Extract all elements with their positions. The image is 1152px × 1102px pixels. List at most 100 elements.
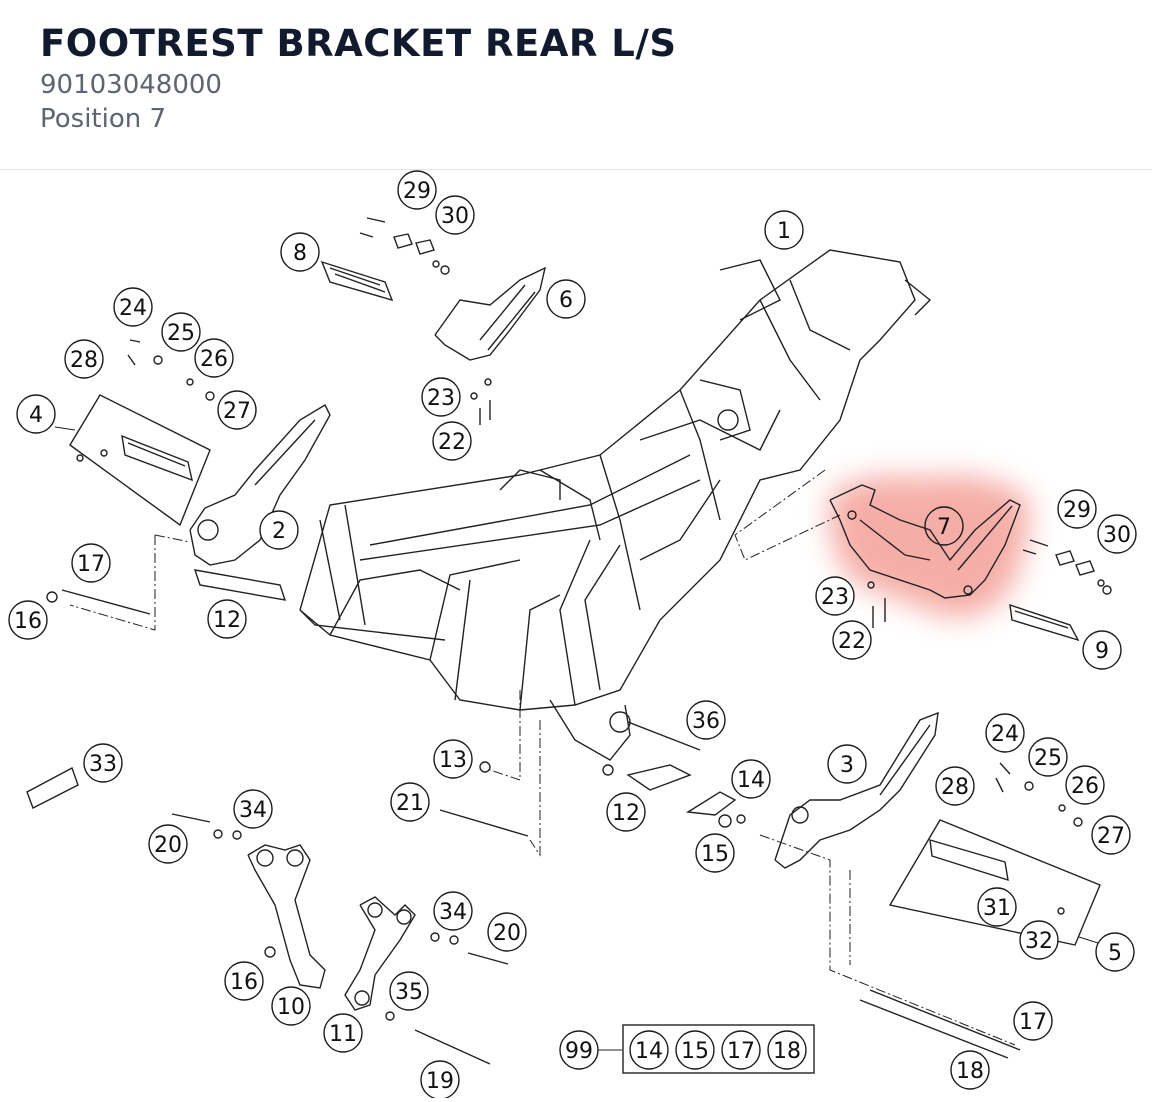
callout-c26b: 26 bbox=[1065, 765, 1105, 805]
callout-c7-highlighted: 7 bbox=[924, 506, 964, 546]
callout-c31-label: 31 bbox=[983, 896, 1011, 921]
callout-c29b-label: 29 bbox=[1063, 498, 1091, 523]
position-label: Position 7 bbox=[40, 104, 167, 134]
callout-c27b-label: 27 bbox=[1097, 824, 1125, 849]
bolt-36 bbox=[627, 721, 701, 751]
callout-c34b-circle bbox=[433, 891, 473, 931]
callout-c27a-circle bbox=[217, 390, 257, 430]
callout-c33-circle bbox=[83, 743, 123, 783]
plate-33 bbox=[26, 766, 79, 809]
callout-c27b: 27 bbox=[1091, 815, 1131, 855]
callout-c21-circle bbox=[390, 782, 430, 822]
callout-c28b-circle bbox=[935, 766, 975, 806]
callout-c6-label: 6 bbox=[559, 288, 573, 313]
page-header: FOOTREST BRACKET REAR L/S 90103048000 Po… bbox=[0, 0, 1152, 170]
callout-c9: 9 bbox=[1082, 630, 1122, 670]
callout-c17a: 17 bbox=[71, 543, 111, 583]
callout-c30a-circle bbox=[435, 195, 475, 235]
callout-c21: 21 bbox=[390, 782, 430, 822]
callout-c12b: 12 bbox=[606, 792, 646, 832]
callout-c26b-label: 26 bbox=[1071, 774, 1099, 799]
small-fasteners bbox=[46, 217, 1112, 1021]
callout-kit-99-circle bbox=[559, 1030, 599, 1070]
callout-c11: 11 bbox=[323, 1013, 363, 1053]
callout-c18a-label: 18 bbox=[956, 1059, 984, 1084]
bracket-12b bbox=[626, 764, 692, 791]
callout-c36-circle bbox=[686, 700, 726, 740]
callout-c12a: 12 bbox=[207, 599, 247, 639]
callout-c23b-label: 23 bbox=[821, 585, 849, 610]
callout-c25b: 25 bbox=[1028, 737, 1068, 777]
bracket-7 bbox=[829, 484, 1021, 599]
callout-kit-99: 99 bbox=[559, 1030, 599, 1070]
callout-c2-circle bbox=[259, 510, 299, 550]
callout-c24a-label: 24 bbox=[119, 296, 147, 321]
kit-99-item-15: 15 bbox=[675, 1030, 715, 1070]
callout-c4-circle bbox=[16, 394, 56, 434]
callout-c18a-circle bbox=[950, 1050, 990, 1090]
callout-c1: 1 bbox=[764, 210, 804, 250]
callout-c25a-circle bbox=[161, 312, 201, 352]
callout-c17b-label: 17 bbox=[1019, 1010, 1047, 1035]
rod-17b bbox=[869, 989, 1021, 1051]
callout-c17b: 17 bbox=[1013, 1001, 1053, 1041]
callout-c26a: 26 bbox=[194, 338, 234, 378]
callout-c20b-label: 20 bbox=[493, 921, 521, 946]
callout-c16b-circle bbox=[224, 961, 264, 1001]
callout-c30b-circle bbox=[1097, 514, 1137, 554]
callout-c35: 35 bbox=[389, 971, 429, 1011]
callout-c18a: 18 bbox=[950, 1050, 990, 1090]
callout-c24b-label: 24 bbox=[991, 722, 1019, 747]
callout-c2: 2 bbox=[259, 510, 299, 550]
callout-c12a-circle bbox=[207, 599, 247, 639]
callout-c29b: 29 bbox=[1057, 489, 1097, 529]
callout-c10-label: 10 bbox=[277, 995, 305, 1020]
callout-c23a-circle bbox=[421, 377, 461, 417]
callout-c23b-circle bbox=[815, 576, 855, 616]
callout-c24a: 24 bbox=[113, 287, 153, 327]
callout-c6: 6 bbox=[546, 279, 586, 319]
bracket-3 bbox=[774, 711, 939, 869]
callout-leader-lines bbox=[54, 426, 1099, 1051]
callout-c6-circle bbox=[546, 279, 586, 319]
assembly-guide-lines bbox=[69, 469, 1016, 1046]
callout-c20a-circle bbox=[148, 824, 188, 864]
callout-c9-circle bbox=[1082, 630, 1122, 670]
callout-c8: 8 bbox=[280, 232, 320, 272]
callout-c32-circle bbox=[1019, 920, 1059, 960]
main-frame bbox=[299, 249, 932, 776]
callout-c35-circle bbox=[389, 971, 429, 1011]
callout-c20a-label: 20 bbox=[154, 833, 182, 858]
callout-c3-circle bbox=[827, 744, 867, 784]
callout-c21-label: 21 bbox=[396, 791, 424, 816]
callout-c23a: 23 bbox=[421, 377, 461, 417]
kit-99-item-17-label: 17 bbox=[727, 1039, 755, 1064]
bracket-2 bbox=[189, 404, 331, 601]
callout-c27a: 27 bbox=[217, 390, 257, 430]
rod-19 bbox=[414, 1029, 491, 1065]
callout-c5: 5 bbox=[1095, 932, 1135, 972]
callout-c33-label: 33 bbox=[89, 752, 117, 777]
callout-c10: 10 bbox=[271, 986, 311, 1026]
callout-c25a: 25 bbox=[161, 312, 201, 352]
callout-c17a-label: 17 bbox=[77, 552, 105, 577]
lever-10 bbox=[247, 844, 326, 989]
callout-c19: 19 bbox=[420, 1060, 460, 1100]
callout-c23a-label: 23 bbox=[427, 386, 455, 411]
callout-c16a-label: 16 bbox=[14, 609, 42, 634]
footrest-4-group bbox=[69, 394, 211, 527]
kit-99-item-18: 18 bbox=[767, 1030, 807, 1070]
callout-c29b-circle bbox=[1057, 489, 1097, 529]
header-divider bbox=[0, 169, 1152, 170]
callout-c15a-circle bbox=[695, 833, 735, 873]
callout-c10-circle bbox=[271, 986, 311, 1026]
callout-c28a-circle bbox=[64, 339, 104, 379]
callout-c16b: 16 bbox=[224, 961, 264, 1001]
kit-99-item-17-circle bbox=[721, 1030, 761, 1070]
callout-c22a-circle bbox=[432, 421, 472, 461]
callout-c13-label: 13 bbox=[439, 748, 467, 773]
callout-c24b-circle bbox=[985, 713, 1025, 753]
callout-c36-label: 36 bbox=[692, 709, 720, 734]
callout-c28a-label: 28 bbox=[70, 348, 98, 373]
